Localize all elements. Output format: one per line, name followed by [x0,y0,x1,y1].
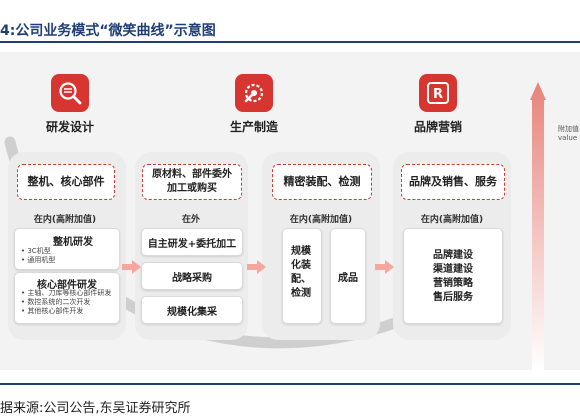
flow-arrow-3 [375,264,385,270]
brand-r-icon: R [419,74,457,112]
head-outsourcing-line1: 原材料、部件委外 [152,169,232,180]
head-outsourcing-line2: 加工或购买 [167,183,217,194]
svg-text:R: R [433,87,443,102]
value-label: 附加值 value [558,125,579,142]
diagram-panel: 附加值 value 研发设计 生产制造 R 品牌营销 整机、核心部件 在内(高附… [0,52,580,370]
core-rnd-title: 核心部件研发 [37,280,97,291]
box-scaled-assembly: 规模 化装 配、 检测 [282,228,322,324]
source-note: 据来源:公司公告,东吴证券研究所 [0,401,191,416]
list-item: • 其他核心部件开发 [21,307,84,315]
list-item: 渠道建设 [433,264,473,275]
sub-label-high-value: 在内(高附加值) [289,215,353,225]
head-core-parts: 整机、核心部件 [17,164,115,200]
list-item: 售后服务 [433,292,473,303]
search-doc-icon [51,74,89,112]
box-self-rnd: 自主研发+委托加工 [141,228,243,256]
head-outsourcing: 原材料、部件委外 加工或购买 [142,164,242,200]
core-rnd-list: • 主轴、刀库等核心部件研发 • 数控系统的二次开发 • 其他核心部件开发 [21,289,117,316]
head-brand-sales: 品牌及销售、服务 [401,164,505,200]
list-item: • 通用机型 [21,256,56,264]
box-core-parts-rnd: 核心部件研发 • 主轴、刀库等核心部件研发 • 数控系统的二次开发 • 其他核心… [14,272,120,324]
top-rule [0,41,580,43]
list-item: • 数控系统的二次开发 [21,298,91,306]
sub-label-high-value: 在内(高附加值) [420,215,484,225]
bottom-rule [0,383,580,385]
machine-rnd-title: 整机研发 [53,237,93,248]
sub-label-high-value: 在内(高附加值) [33,215,97,225]
list-item: • 3C机型 [21,247,51,255]
brand-services-list: 品牌建设 渠道建设 营销策略 售后服务 [404,249,502,305]
stage-label-manufacturing: 生产制造 [229,120,278,134]
scaled-assembly-text: 规模 化装 配、 检测 [291,246,311,299]
box-machine-rnd: 整机研发 • 3C机型 • 通用机型 [14,228,120,270]
flow-arrow-2 [247,264,257,270]
machine-rnd-list: • 3C机型 • 通用机型 [21,247,55,265]
value-arrow [530,82,546,370]
flow-arrowhead-3 [385,260,394,274]
list-item: • 主轴、刀库等核心部件研发 [21,289,112,297]
figure-title: 4:公司业务模式“微笑曲线”示意图 [0,23,216,39]
list-item: 品牌建设 [433,250,473,261]
head-assembly: 精密装配、检测 [272,164,372,200]
box-brand-services: 品牌建设 渠道建设 营销策略 售后服务 [403,228,503,324]
flow-arrowhead-2 [257,260,266,274]
sub-label-external: 在外 [181,215,200,225]
flow-arrow-1 [122,264,132,270]
list-item: 营销策略 [433,278,473,289]
box-bulk-purchasing: 规模化集采 [141,296,243,324]
box-finished-product: 成品 [330,228,366,324]
box-strategic-purchasing: 战略采购 [141,262,243,290]
stage-label-rnd: 研发设计 [45,120,94,134]
flow-arrowhead-1 [132,260,141,274]
wrench-gear-icon [235,74,273,112]
stage-label-marketing: 品牌营销 [413,120,462,134]
